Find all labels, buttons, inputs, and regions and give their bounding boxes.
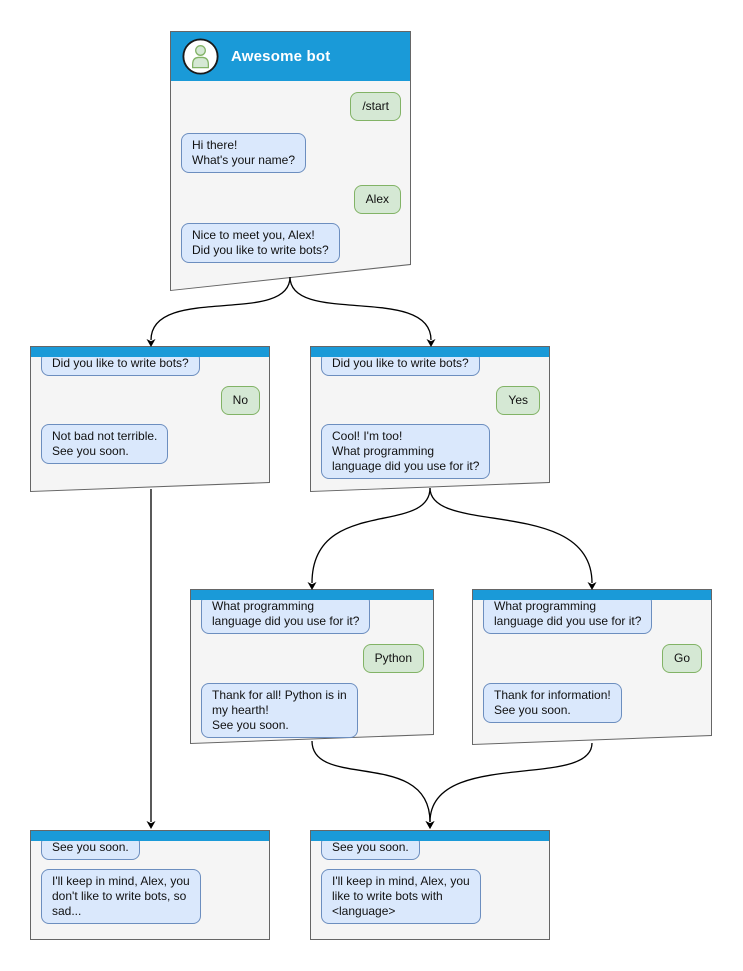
window-title: Awesome bot	[231, 48, 331, 65]
bot-message-bubble: See you soon.	[321, 841, 420, 860]
bot-message-bubble: Did you like to write bots?	[41, 357, 200, 376]
user-message-bubble: Alex	[353, 185, 401, 214]
user-message-bubble: Python	[362, 644, 424, 673]
bot-message-bubble: I'll keep in mind, Alex, you like to wri…	[321, 869, 481, 924]
bot-message-bubble: Hi there! What's your name?	[181, 133, 307, 173]
node-branch-go: What programming language did you use fo…	[472, 589, 712, 745]
bot-message-bubble: Did you like to write bots?	[321, 357, 480, 376]
edge-yes-to-go	[429, 487, 597, 590]
bot-message-bubble: Thank for information! See you soon.	[483, 683, 622, 723]
window-header	[31, 347, 269, 357]
bot-message-bubble: Cool! I'm too! What programming language…	[321, 424, 491, 479]
bot-message-bubble: I'll keep in mind, Alex, you don't like …	[41, 869, 201, 924]
user-message-bubble: No	[220, 386, 260, 415]
bot-avatar-icon	[182, 38, 219, 75]
edge-python-to-end-yes	[311, 740, 435, 829]
user-message-bubble: Go	[661, 644, 702, 673]
user-message-bubble: /start	[350, 92, 401, 121]
edge-go-to-end-yes	[425, 742, 593, 829]
window-header	[473, 590, 711, 600]
bot-message-bubble: Nice to meet you, Alex! Did you like to …	[181, 223, 340, 263]
bot-message-bubble: What programming language did you use fo…	[483, 600, 653, 634]
bot-message-bubble: What programming language did you use fo…	[201, 600, 371, 634]
window-header	[311, 831, 549, 841]
window-header: Awesome bot	[171, 32, 410, 81]
node-branch-no: Did you like to write bots? No Not bad n…	[30, 346, 270, 492]
root-chat-window: Awesome bot /start Hi there! What's your…	[170, 31, 411, 291]
window-header	[191, 590, 433, 600]
user-message-bubble: Yes	[496, 386, 540, 415]
window-header	[31, 831, 269, 841]
node-branch-yes: Did you like to write bots? Yes Cool! I'…	[310, 346, 550, 492]
node-end-no: See you soon. I'll keep in mind, Alex, y…	[30, 830, 270, 940]
window-header	[311, 347, 549, 357]
bot-message-bubble: See you soon.	[41, 841, 140, 860]
bot-message-bubble: Not bad not terrible. See you soon.	[41, 424, 169, 464]
bot-message-bubble: Thank for all! Python is in my hearth! S…	[201, 683, 358, 738]
edge-yes-to-python	[307, 487, 431, 590]
node-end-yes: See you soon. I'll keep in mind, Alex, y…	[310, 830, 550, 940]
node-branch-python: What programming language did you use fo…	[190, 589, 434, 744]
